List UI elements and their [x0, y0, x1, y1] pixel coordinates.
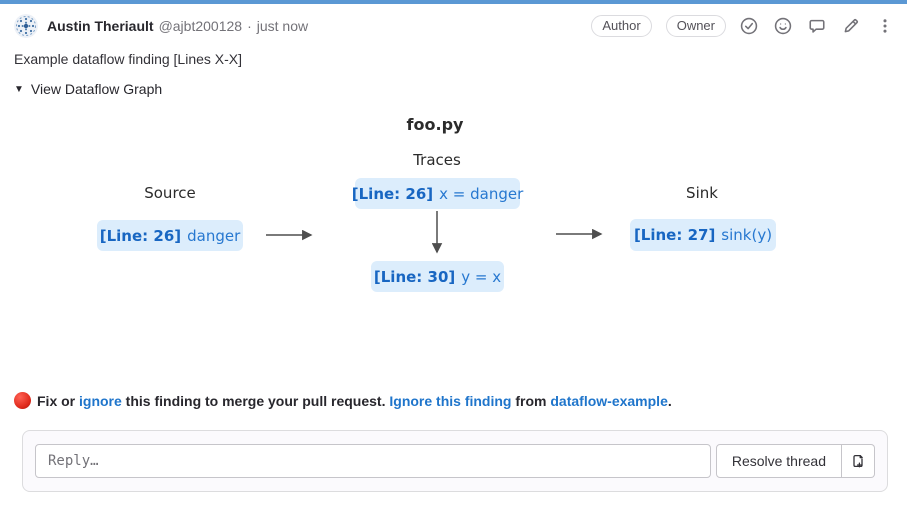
graph-title: foo.py — [406, 115, 464, 134]
red-circle-icon — [14, 392, 31, 409]
author-username[interactable]: @ajbt200128 — [158, 18, 243, 34]
graph-node-sink[interactable]: [Line: 27] sink(y) — [630, 219, 776, 251]
top-accent-bar — [0, 0, 907, 4]
column-label-source: Source — [144, 184, 196, 202]
ignore-link[interactable]: ignore — [79, 392, 122, 409]
reply-container: Resolve thread — [22, 430, 888, 492]
avatar[interactable] — [14, 14, 38, 38]
graph-node-trace-2[interactable]: [Line: 30] y = x — [371, 261, 504, 292]
column-label-sink: Sink — [686, 184, 718, 202]
notice-text: Fix or — [37, 392, 80, 409]
node-code: danger — [187, 226, 241, 245]
timestamp: just now — [256, 18, 309, 34]
dataflow-graph-toggle[interactable]: ▼ View Dataflow Graph — [14, 81, 162, 97]
reply-input[interactable] — [35, 444, 711, 478]
node-line-label: [Line: 27] — [633, 226, 716, 244]
header-actions: Author Owner — [591, 15, 894, 37]
graph-node-source[interactable]: [Line: 26] danger — [97, 220, 243, 251]
node-line-label: [Line: 26] — [351, 184, 434, 203]
comment-body: Example dataflow finding [Lines X-X] — [14, 51, 243, 67]
comment-header: Austin Theriault @ajbt200128 · just now … — [14, 13, 894, 39]
project-link[interactable]: dataflow-example — [550, 392, 668, 409]
create-issue-icon[interactable] — [842, 444, 875, 478]
node-code: sink(y) — [721, 226, 773, 244]
chevron-down-icon: ▼ — [14, 83, 24, 95]
emoji-reaction-icon[interactable] — [774, 17, 792, 35]
dataflow-graph: foo.py Traces Source Sink [Line: 26] dan… — [97, 115, 776, 292]
node-line-label: [Line: 30] — [373, 267, 456, 286]
node-code: y = x — [461, 267, 502, 286]
toggle-label: View Dataflow Graph — [30, 81, 163, 97]
edit-icon[interactable] — [842, 17, 860, 35]
node-line-label: [Line: 26] — [99, 226, 182, 245]
graph-node-trace-1[interactable]: [Line: 26] x = danger — [351, 178, 524, 209]
owner-badge: Owner — [665, 15, 726, 37]
approve-check-icon[interactable] — [740, 17, 758, 35]
more-options-icon[interactable] — [876, 17, 894, 35]
merge-notice: Fix or ignore this finding to merge your… — [14, 392, 672, 409]
comment-icon[interactable] — [808, 17, 826, 35]
notice-text: . — [667, 392, 672, 409]
author-badge: Author — [591, 15, 652, 37]
author-name[interactable]: Austin Theriault — [47, 18, 154, 34]
thread-actions: Resolve thread — [715, 444, 875, 478]
node-code: x = danger — [439, 184, 524, 203]
meta-separator: · — [247, 18, 252, 34]
notice-text: this finding to merge your pull request. — [121, 392, 390, 409]
notice-text: from — [511, 392, 551, 409]
resolve-thread-button[interactable]: Resolve thread — [715, 444, 842, 478]
ignore-finding-link[interactable]: Ignore this finding — [389, 392, 512, 409]
column-label-traces: Traces — [413, 151, 461, 169]
